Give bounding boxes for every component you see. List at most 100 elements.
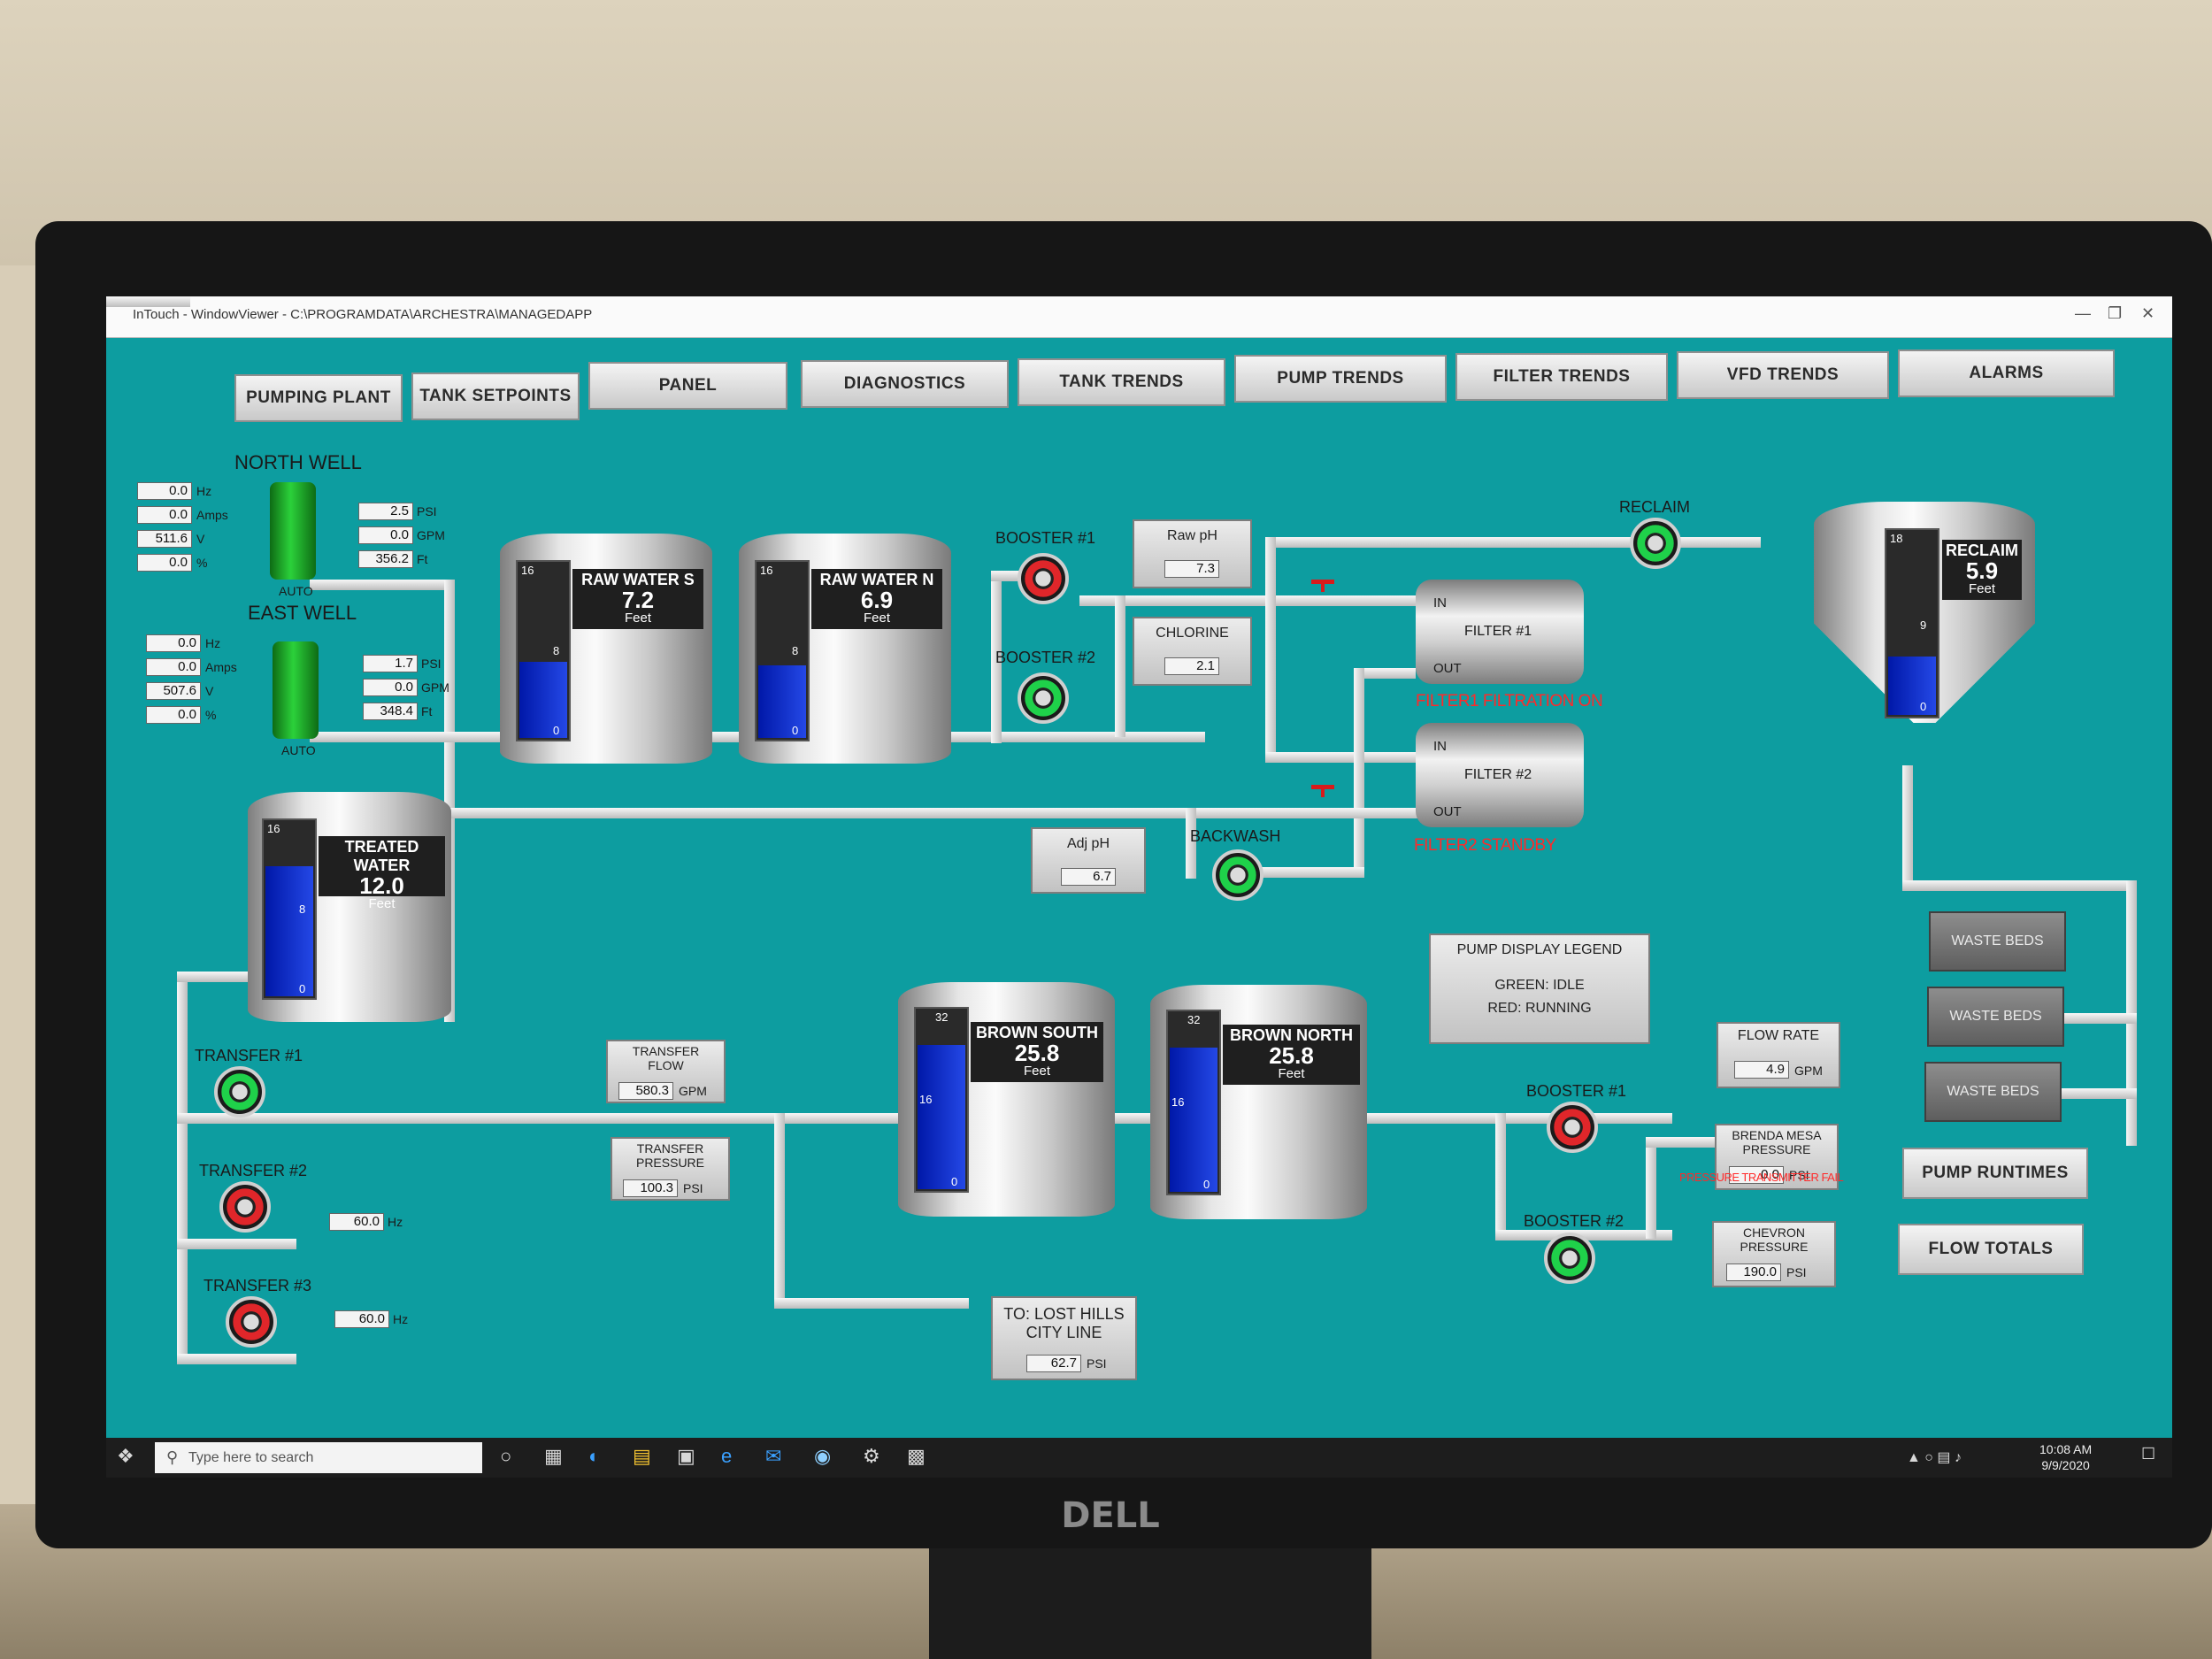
east-well-hz: 0.0	[146, 634, 201, 652]
reclaim-pump-icon[interactable]	[1630, 518, 1681, 569]
monitor-stand	[929, 1540, 1371, 1659]
pipe	[177, 1239, 296, 1249]
filter1-inlet-valve-icon[interactable]	[1301, 580, 1345, 615]
filter1-vessel[interactable]: IN FILTER #1 OUT	[1416, 580, 1584, 684]
notifications-icon[interactable]: ☐	[2141, 1445, 2156, 1463]
unit-label: GPM	[1794, 1064, 1823, 1078]
brown-north-tank[interactable]: 32 16 0 BROWN NORTH 25.8 Feet	[1150, 985, 1367, 1219]
unit-label: Hz	[393, 1312, 409, 1326]
waste-beds-button[interactable]: WASTE BEDS	[1924, 1062, 2062, 1122]
flow-totals-button[interactable]: FLOW TOTALS	[1898, 1224, 2084, 1275]
gauge-tick: 16	[267, 822, 280, 835]
chevron-label2: PRESSURE	[1740, 1240, 1809, 1254]
nav-alarms[interactable]: ALARMS	[1898, 349, 2115, 397]
booster2b-pump-icon[interactable]	[1544, 1233, 1595, 1284]
unit-label: Amps	[205, 660, 237, 674]
pump-runtimes-button[interactable]: PUMP RUNTIMES	[1902, 1148, 2088, 1199]
mail-icon[interactable]: ✉	[765, 1445, 782, 1467]
north-well-pump[interactable]	[270, 482, 316, 580]
north-well-title: NORTH WELL	[234, 451, 362, 473]
taskbar-search-input[interactable]: Type here to search	[155, 1442, 482, 1473]
raw-water-n-tank[interactable]: 16 8 0 RAW WATER N 6.9 Feet	[739, 534, 951, 764]
brown-south-tank[interactable]: 32 16 0 BROWN SOUTH 25.8 Feet	[898, 982, 1115, 1217]
nav-tank-setpoints[interactable]: TANK SETPOINTS	[411, 373, 580, 420]
tank-name: RECLAIM	[1946, 541, 2018, 559]
booster1-pump-icon[interactable]	[1018, 553, 1069, 604]
nav-pumping-plant[interactable]: PUMPING PLANT	[234, 374, 403, 422]
tank-name: TREATED WATER	[344, 838, 419, 874]
tank-level-fill	[1888, 657, 1936, 715]
unit-label: Hz	[388, 1215, 403, 1229]
terminal-icon[interactable]: ▩	[907, 1445, 926, 1467]
filter2-inlet-valve-icon[interactable]	[1301, 785, 1345, 820]
taskbar-clock[interactable]: 10:08 AM 9/9/2020	[2039, 1441, 2092, 1473]
nav-panel[interactable]: PANEL	[588, 362, 787, 410]
transfer3-label: TRANSFER #3	[204, 1277, 312, 1294]
brenda-value: 0.0	[1729, 1166, 1784, 1184]
gauge-tick: 8	[299, 902, 306, 916]
chlorine-label: CHLORINE	[1156, 626, 1229, 641]
pipe	[991, 571, 1002, 743]
nav-filter-trends[interactable]: FILTER TRENDS	[1455, 353, 1668, 401]
east-well-pump[interactable]	[273, 641, 319, 739]
north-well-percent: 0.0	[137, 554, 192, 572]
north-well-amps: 0.0	[137, 506, 192, 524]
waste-beds-button[interactable]: WASTE BEDS	[1929, 911, 2066, 972]
tank-level-gauge: 32 16 0	[914, 1007, 969, 1193]
east-well-gpm: 0.0	[363, 679, 418, 696]
transfer2-label: TRANSFER #2	[199, 1162, 308, 1179]
filter2-vessel[interactable]: IN FILTER #2 OUT	[1416, 723, 1584, 827]
nav-pump-trends[interactable]: PUMP TRENDS	[1234, 355, 1447, 403]
settings-gear-icon[interactable]: ⚙	[863, 1445, 880, 1467]
gauge-tick: 0	[1920, 700, 1927, 713]
transfer1-pump-icon[interactable]	[214, 1066, 265, 1118]
system-tray-icons[interactable]: ▲ ○ ▤ ♪	[1907, 1450, 1962, 1465]
lost-hills-value: 62.7	[1026, 1355, 1081, 1372]
windows-start-icon[interactable]: ❖	[117, 1445, 134, 1467]
booster2-pump-icon[interactable]	[1018, 672, 1069, 724]
pipe	[1646, 1137, 1656, 1239]
pipe	[1902, 880, 2137, 891]
treated-water-tank[interactable]: 16 8 0 TREATED WATER 12.0 Feet	[248, 792, 451, 1022]
file-explorer-icon[interactable]: ▤	[633, 1445, 651, 1467]
tank-level-unit: Feet	[1968, 581, 1995, 596]
tank-level-value: 7.2	[621, 587, 655, 613]
transfer-flow-panel: TRANSFER FLOW 580.3 GPM	[606, 1040, 726, 1103]
store-icon[interactable]: ▣	[677, 1445, 695, 1467]
brenda-mesa-panel: BRENDA MESA PRESSURE 0.0 PSI	[1715, 1124, 1839, 1190]
task-view-icon[interactable]: ▦	[544, 1445, 563, 1467]
backwash-pump-icon[interactable]	[1212, 849, 1263, 901]
pipe	[310, 580, 451, 590]
transfer3-pump-icon[interactable]	[226, 1296, 277, 1348]
internet-explorer-icon[interactable]: e	[721, 1445, 733, 1467]
tank-label: TREATED WATER 12.0 Feet	[319, 836, 445, 911]
filter2-in-label: IN	[1433, 739, 1447, 754]
waste-beds-button[interactable]: WASTE BEDS	[1927, 987, 2064, 1047]
unit-label: %	[205, 708, 217, 722]
monitor-logo: DELL	[1061, 1495, 1160, 1536]
gauge-tick: 18	[1890, 532, 1903, 545]
pipe	[1186, 808, 1196, 879]
nav-tank-trends[interactable]: TANK TRENDS	[1018, 358, 1225, 406]
unit-label: PSI	[1789, 1168, 1809, 1182]
windows-taskbar: ❖ Type here to search ⚲ ○ ▦ ◐ ▤ ▣ e ✉ ◉ …	[106, 1438, 2172, 1478]
lost-hills-label2: CITY LINE	[1025, 1324, 1102, 1341]
maximize-icon[interactable]: ❐	[2108, 304, 2123, 322]
transfer2-pump-icon[interactable]	[219, 1181, 271, 1233]
pipe	[177, 972, 188, 1361]
booster1b-pump-icon[interactable]	[1547, 1102, 1598, 1153]
minimize-icon[interactable]: —	[2075, 304, 2091, 322]
raw-ph-label: Raw pH	[1167, 528, 1217, 543]
filter2-status: FILTER2 STANDBY	[1414, 836, 1556, 855]
transfer-pressure-label2: PRESSURE	[635, 1156, 705, 1170]
nav-diagnostics[interactable]: DIAGNOSTICS	[801, 360, 1009, 408]
raw-water-s-tank[interactable]: 16 8 0 RAW WATER S 7.2 Feet	[500, 534, 712, 764]
close-icon[interactable]: ✕	[2141, 304, 2155, 322]
pipe	[774, 1298, 969, 1309]
intouch-app-icon[interactable]: ◉	[814, 1445, 832, 1467]
cortana-icon[interactable]: ○	[500, 1445, 512, 1467]
edge-browser-icon[interactable]: ◐	[588, 1445, 601, 1467]
clock-date: 9/9/2020	[2041, 1458, 2090, 1472]
nav-vfd-trends[interactable]: VFD TRENDS	[1677, 351, 1889, 399]
chlorine-value: 2.1	[1164, 657, 1219, 675]
